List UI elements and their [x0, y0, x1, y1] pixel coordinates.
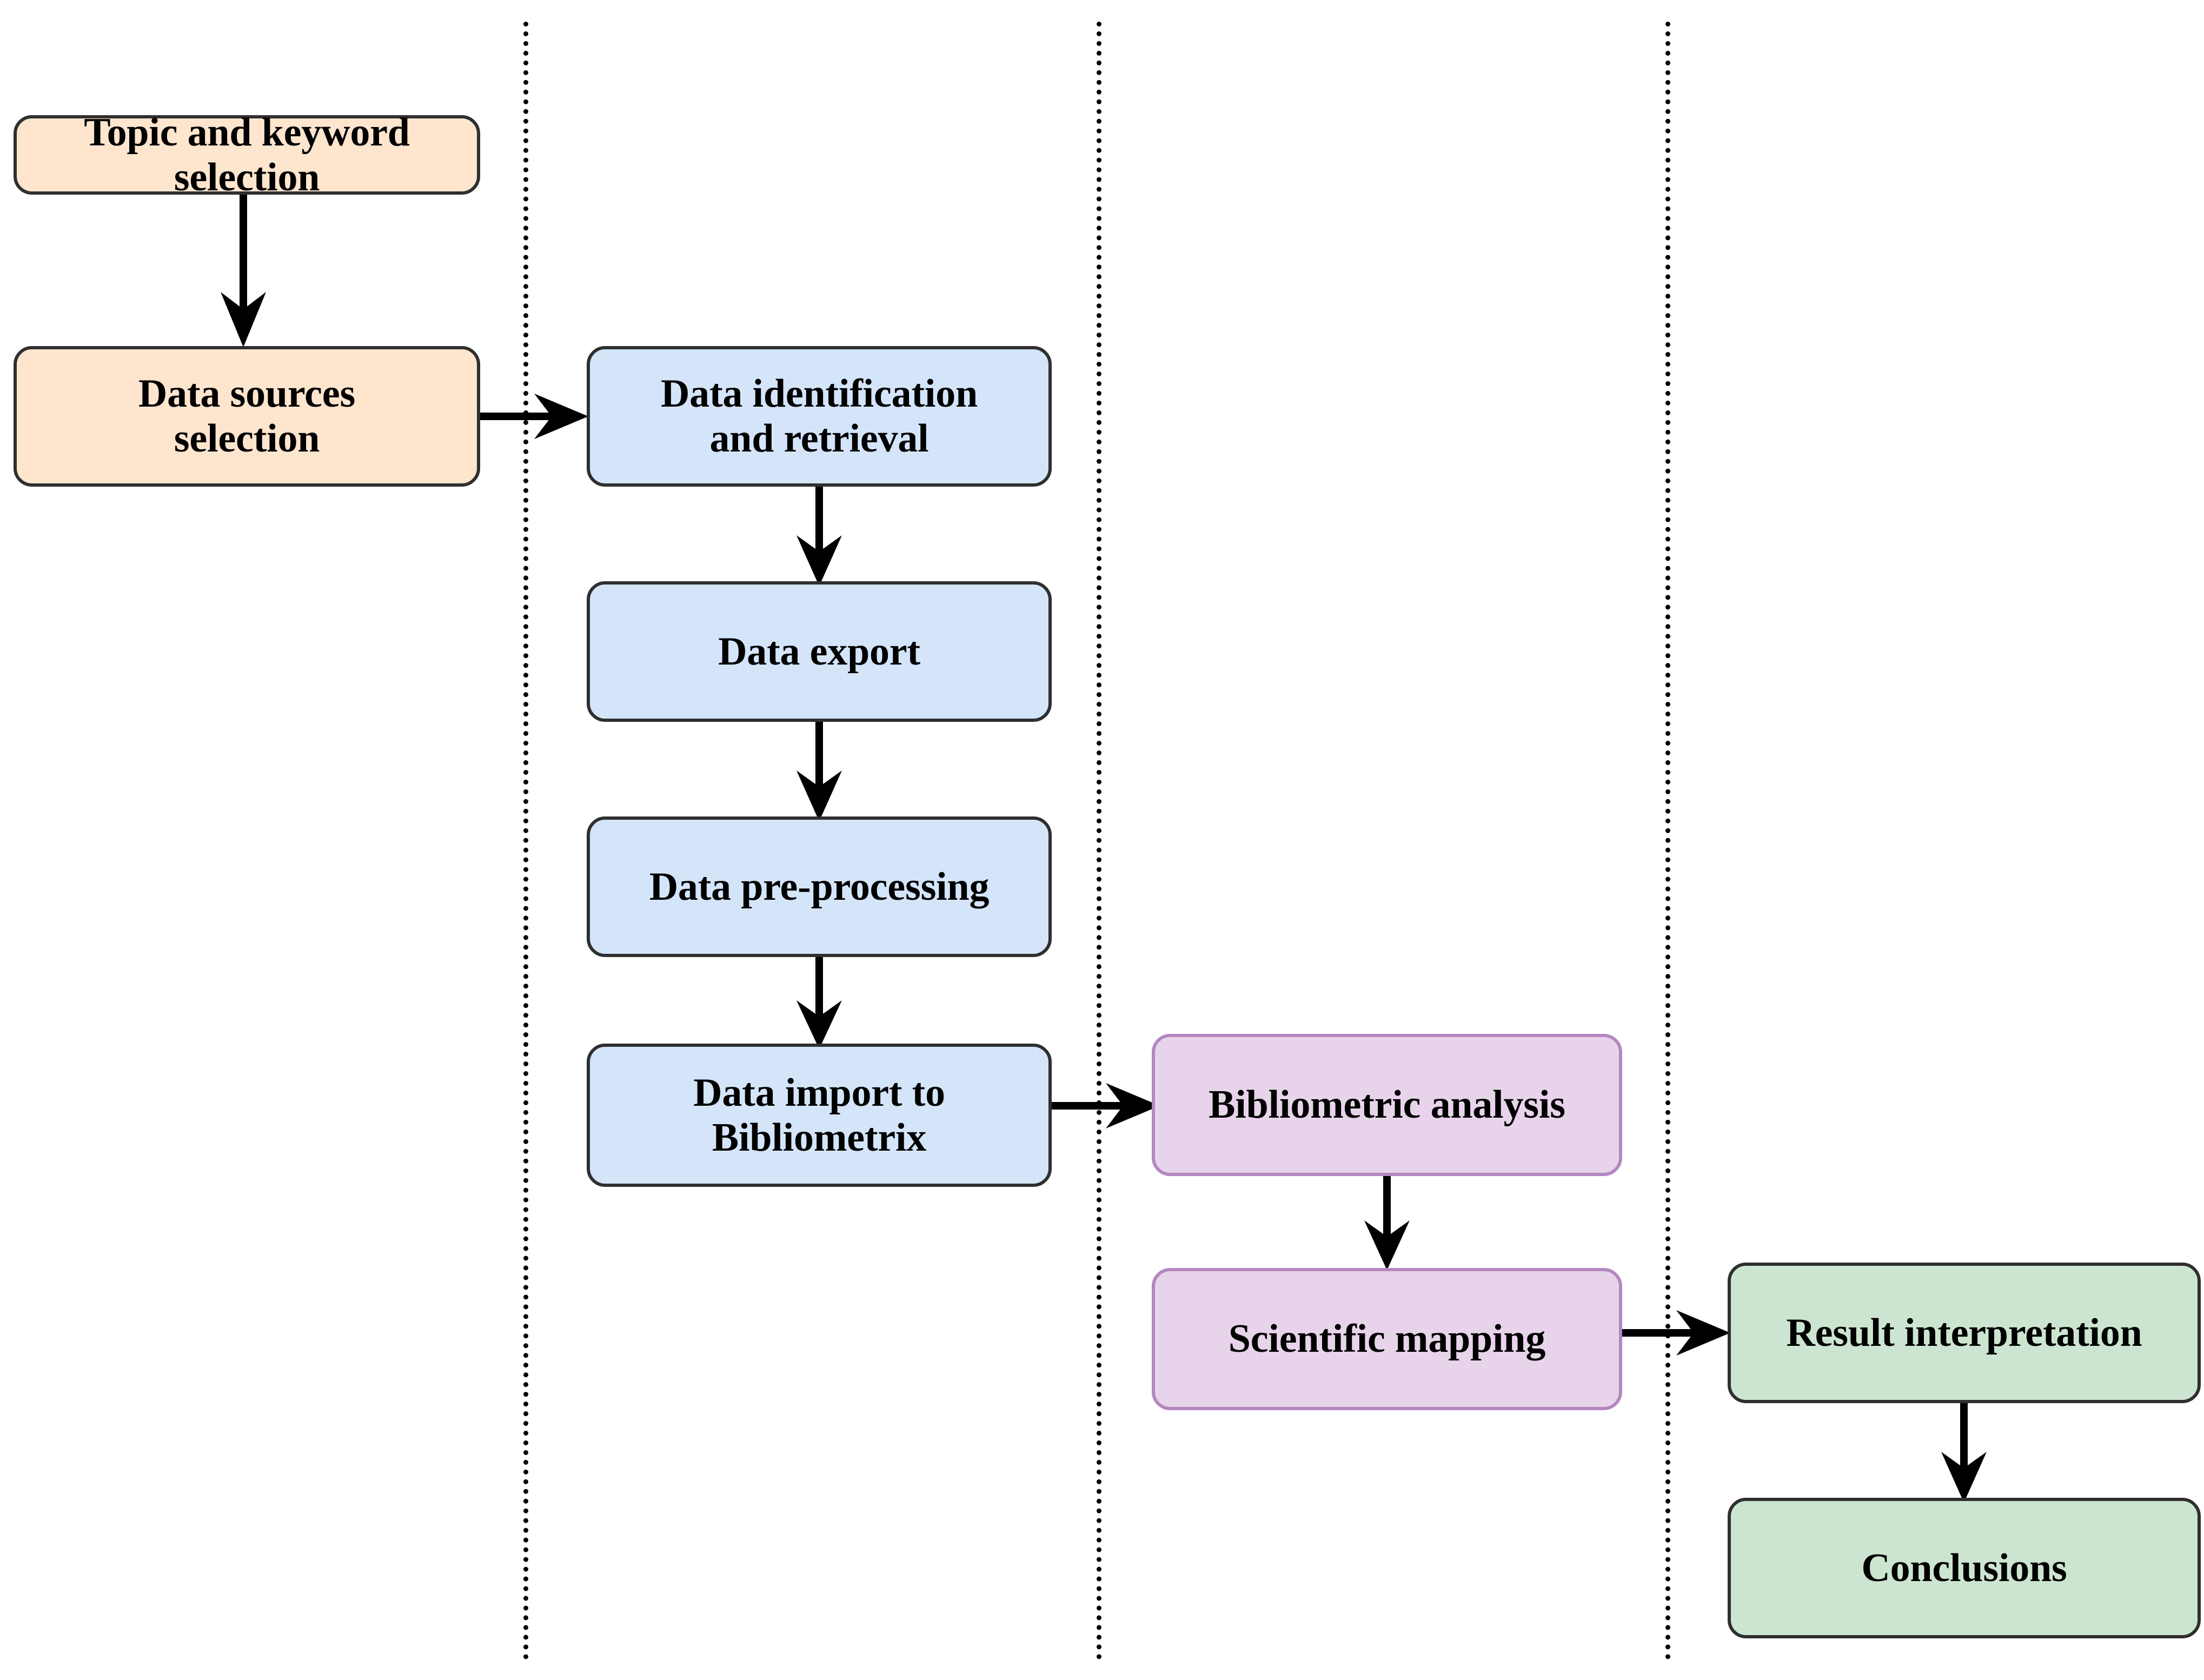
node-label: Bibliometric analysis [1209, 1083, 1565, 1127]
arrow-export-to-preprocessing [792, 721, 846, 824]
node-data-export[interactable]: Data export [587, 581, 1052, 722]
node-label: Topic and keyword selection [84, 110, 410, 200]
stage-divider-1 [523, 22, 528, 1660]
node-data-sources-selection[interactable]: Data sources selection [14, 346, 480, 487]
node-label: Data export [718, 629, 920, 674]
stage-divider-3 [1665, 22, 1670, 1660]
node-label: Data identification and retrieval [660, 371, 978, 461]
node-data-identification-and-retrieval[interactable]: Data identification and retrieval [587, 346, 1052, 487]
node-label: Data sources selection [138, 371, 356, 461]
node-label: Result interpretation [1786, 1310, 2142, 1355]
arrow-data-sources-to-identification [478, 389, 592, 443]
node-data-import-to-bibliometrix[interactable]: Data import to Bibliometrix [587, 1044, 1052, 1187]
arrow-topic-to-data-sources [216, 194, 270, 350]
arrow-analysis-to-scientific-mapping [1360, 1175, 1414, 1272]
arrow-import-to-bibliometric-analysis [1050, 1079, 1163, 1133]
node-bibliometric-analysis[interactable]: Bibliometric analysis [1152, 1034, 1622, 1176]
arrow-mapping-to-result-interpretation [1620, 1306, 1734, 1360]
node-data-pre-processing[interactable]: Data pre-processing [587, 816, 1052, 957]
node-conclusions[interactable]: Conclusions [1728, 1498, 2201, 1638]
node-label: Scientific mapping [1228, 1317, 1546, 1362]
arrow-result-to-conclusions [1937, 1402, 1991, 1505]
node-label: Data import to Bibliometrix [693, 1070, 945, 1160]
arrow-preprocessing-to-import [792, 956, 846, 1051]
node-topic-and-keyword-selection[interactable]: Topic and keyword selection [14, 110, 480, 200]
node-result-interpretation[interactable]: Result interpretation [1728, 1263, 2201, 1403]
arrow-identification-to-export [792, 486, 846, 588]
node-label: Data pre-processing [649, 864, 990, 909]
node-scientific-mapping[interactable]: Scientific mapping [1152, 1268, 1622, 1410]
stage-divider-2 [1097, 22, 1101, 1660]
node-label: Conclusions [1861, 1545, 2067, 1590]
